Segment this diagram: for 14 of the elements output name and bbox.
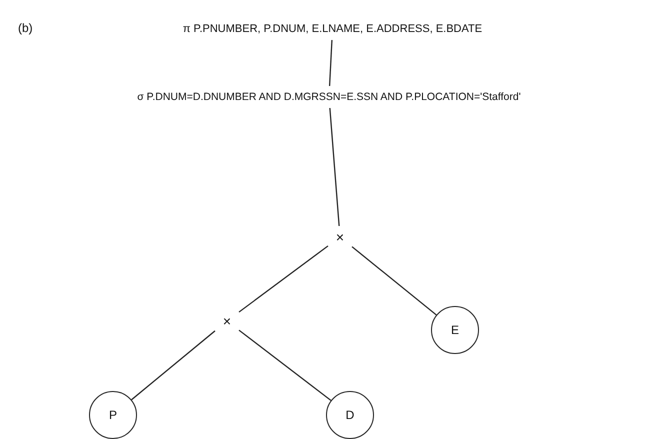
selection-expression: σ P.DNUM=D.DNUMBER AND D.MGRSSN=E.SSN AND P.PLOCATION='Stafford' xyxy=(4,86,654,108)
product-operator: × xyxy=(215,310,239,332)
tree-edge xyxy=(328,40,333,86)
product-operator: × xyxy=(328,226,352,248)
relation-circle: E xyxy=(431,306,479,354)
relation-circle: D xyxy=(326,391,374,439)
tree-edge xyxy=(238,330,332,401)
tree-edge xyxy=(352,246,437,316)
projection-expression: π P.PNUMBER, P.DNUM, E.LNAME, E.ADDRESS, E.BDATE xyxy=(95,18,570,40)
relation-circle: P xyxy=(89,391,137,439)
panel-label: (b) xyxy=(18,21,33,35)
tree-edge xyxy=(329,108,340,226)
tree-edge xyxy=(238,245,328,313)
tree-edge xyxy=(131,330,216,400)
